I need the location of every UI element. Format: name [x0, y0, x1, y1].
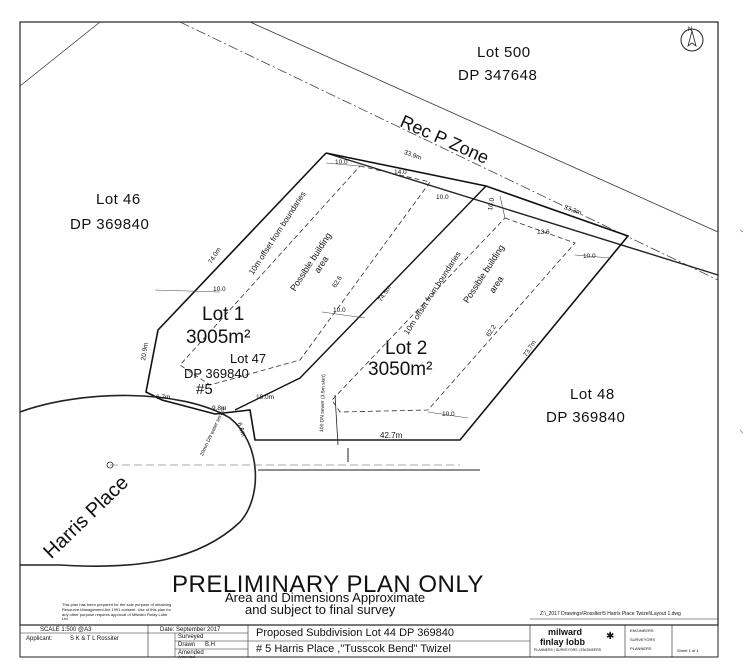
tb-office-3: PLANNERS: [630, 646, 652, 651]
offset-line-f: [427, 411, 469, 419]
tb-applicant-label: Applicant:: [26, 636, 53, 642]
offset-line-d: [499, 195, 506, 219]
lot2-name: Lot 2: [385, 338, 428, 359]
dim-offset-f: 10.0: [583, 253, 596, 260]
easement-line: [334, 394, 339, 446]
rec-zone-line-upper: [249, 21, 719, 233]
dim-lot1-bottom: 10.0: [213, 286, 226, 293]
lot47-label: Lot 47: [230, 351, 267, 366]
lot48-label: Lot 48: [570, 386, 615, 403]
culdesac-road-edge: [19, 394, 257, 567]
lot47-dp-label: DP 369840: [184, 366, 249, 381]
house-number: #5: [196, 381, 213, 398]
tb-sheet: Sheet 1 of 1: [677, 648, 699, 653]
tb-office-1: ENGINEERS: [630, 628, 654, 633]
offset-line-a: [325, 162, 361, 167]
lot48-dp-label: DP 369840: [546, 409, 626, 426]
plan-subtitle-1: Area and Dimensions Approximate: [225, 590, 426, 605]
dim-row-a: 6.7m: [156, 394, 171, 401]
margin-mark-2: [739, 429, 744, 434]
subject-site-boundary: [145, 152, 630, 441]
lot500-label: Lot 500: [477, 44, 531, 61]
dim-offset-b: 14.0: [394, 169, 407, 176]
tb-applicant: S K & T L Rossiter: [70, 636, 119, 642]
dim-row-b: 9.8m: [212, 405, 227, 412]
tb-brand-2: finlay lobb: [540, 637, 585, 647]
offset-line-b: [154, 289, 221, 293]
lot1-area: 3005m²: [186, 327, 251, 348]
tb-scale: SCALE 1:500 @A3: [40, 627, 92, 633]
north-arrow-icon: [687, 29, 697, 48]
lot1-building-area-dashed: [179, 165, 431, 386]
dim-offset-e: 13.6: [537, 229, 550, 236]
lot46-label: Lot 46: [96, 191, 141, 208]
plan-subtitle-2: and subject to final survey: [245, 602, 396, 617]
margin-mark-1: [739, 229, 744, 233]
title-block-frame: [19, 624, 719, 658]
tb-amended-2: Amended: [178, 654, 196, 659]
offset-line-c: [321, 311, 366, 319]
dim-lot1-mid: 10.0: [333, 307, 346, 314]
lot2-area: 3050m²: [368, 359, 433, 380]
dim-offset-c: 10.0: [436, 194, 449, 201]
reserve-dashdot-boundary: [179, 21, 719, 281]
tb-drawn-by: B.H: [205, 642, 216, 648]
north-arrow-circle: [680, 28, 704, 52]
tb-brand-1: milward: [548, 627, 583, 637]
lot46-dp-label: DP 369840: [70, 216, 150, 233]
dim-lot2-bottom: 10.0: [442, 411, 455, 418]
tb-amended-1: Amended: [178, 650, 204, 656]
fine-print: This plan has been prepared for the sole…: [62, 602, 172, 622]
offset-line-e: [574, 254, 611, 259]
logo-icon: ✱: [606, 631, 615, 642]
tb-date: Date: September 2017: [160, 627, 221, 633]
tb-project-line-2: # 5 Harris Place ,"Tusscok Bend" Twizel: [256, 643, 451, 655]
file-path: Z:\_2017 Drawings\Rosslter\5 Harris Plac…: [540, 611, 681, 617]
lot-dividing-line: [234, 185, 487, 411]
tb-surveyed: Surveyed: [178, 634, 204, 640]
tb-project-line-1: Proposed Subdivision Lot 44 DP 369840: [256, 627, 454, 639]
dim-bottom: 42.7m: [380, 431, 403, 440]
lot46-northwest-boundary: [19, 21, 101, 87]
tb-office-2: SURVEYORS: [630, 637, 656, 642]
lot1-name: Lot 1: [202, 304, 245, 325]
tb-brand-sub: PLANNERS | SURVEYORS | ENGINEERS: [534, 648, 602, 652]
lot500-dp-label: DP 347648: [458, 67, 538, 84]
tb-drawn: Drawn: [178, 642, 196, 648]
dim-offset-a: 10.0: [335, 159, 348, 166]
drawing-frame: [19, 21, 719, 626]
dim-row-c: 19.0m: [256, 394, 275, 401]
plan-title: PRELIMINARY PLAN ONLY: [172, 571, 484, 598]
north-label: N: [688, 27, 693, 33]
lot2-building-area-dashed: [331, 217, 576, 413]
